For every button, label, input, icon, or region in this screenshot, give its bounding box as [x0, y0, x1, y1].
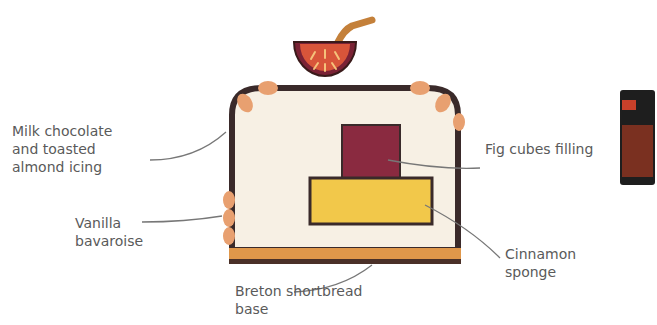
- shortbread-base: [229, 248, 461, 260]
- callout-label: Cinnamon sponge: [505, 245, 605, 281]
- almonds: [223, 81, 465, 245]
- callout-label: Milk chocolate and toasted almond icing: [12, 122, 142, 176]
- callout-label: Breton shortbread base: [235, 282, 395, 318]
- cake-body: [232, 88, 458, 250]
- fig: [294, 20, 372, 76]
- fig-filling: [342, 125, 400, 180]
- product-bag: [620, 90, 655, 185]
- leader-lines: [142, 132, 500, 292]
- base-edge: [229, 259, 461, 264]
- callout-label: Vanilla bavaroise: [75, 214, 165, 250]
- callout-label: Fig cubes filling: [485, 140, 595, 158]
- cinnamon-sponge: [310, 178, 432, 224]
